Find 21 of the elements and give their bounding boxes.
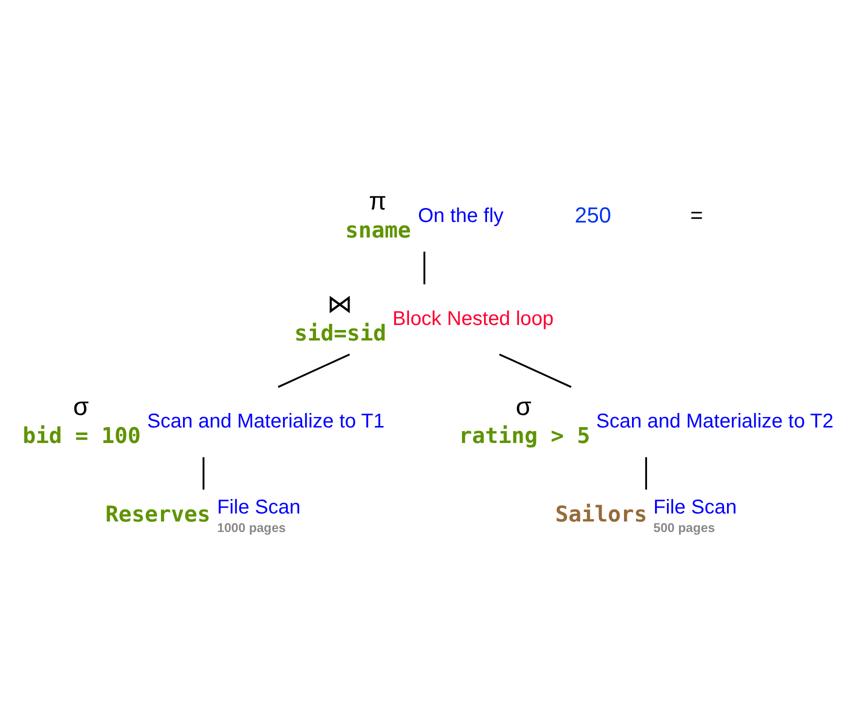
node-text: Sailors: [555, 502, 648, 528]
node-label: 1000 pages: [217, 520, 286, 535]
node-label: File Scan: [217, 496, 300, 518]
label: 250: [574, 202, 612, 227]
node-text: π sname: [345, 187, 411, 244]
node-text: Reserves: [105, 502, 210, 528]
connector: [499, 353, 572, 388]
node-label: Scan and Materialize to T2: [596, 410, 834, 432]
connector: [278, 353, 350, 388]
connector: [423, 251, 426, 284]
node-label: Block Nested loop: [392, 307, 554, 330]
node-label: On the fly: [418, 204, 504, 227]
node-label: Scan and Materialize to T1: [147, 410, 385, 432]
label: =: [690, 202, 703, 227]
node-label: 500 pages: [653, 520, 715, 535]
connector: [645, 456, 648, 490]
node-text: σ bid = 100: [22, 392, 141, 449]
node-text: σ rating > 5: [458, 392, 590, 449]
node-text: ⋈ sid=sid: [294, 290, 386, 346]
connector: [202, 456, 204, 490]
node-label: File Scan: [653, 496, 737, 518]
